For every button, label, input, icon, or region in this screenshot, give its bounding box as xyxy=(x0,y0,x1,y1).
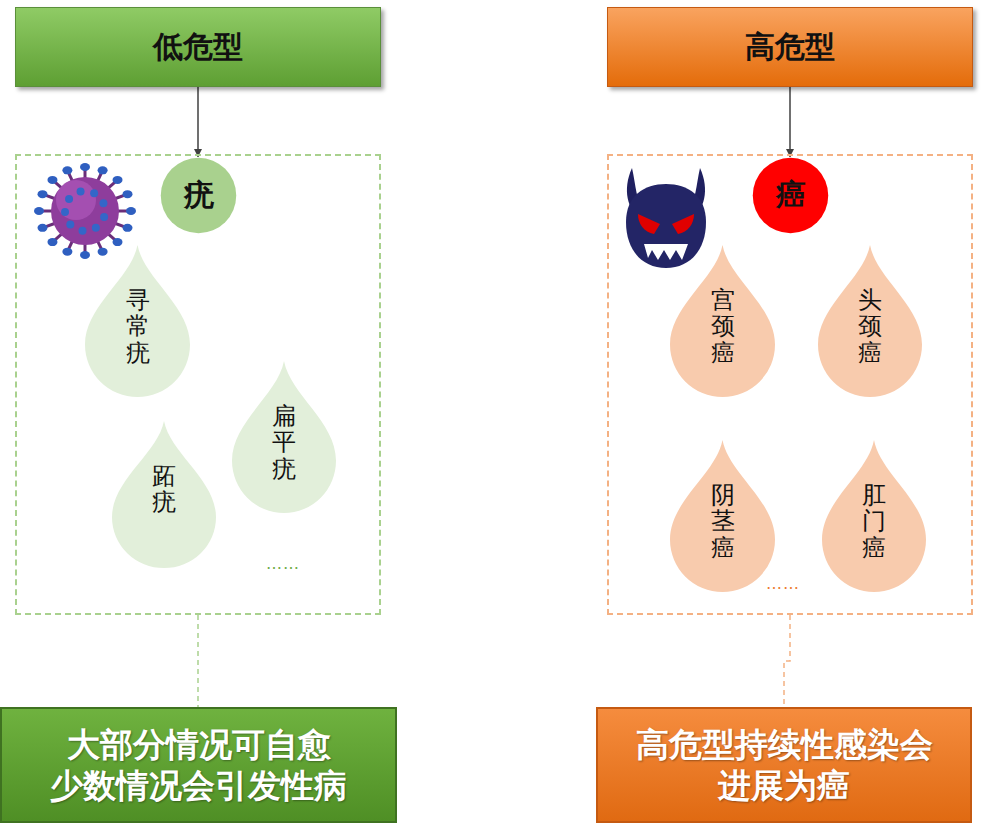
disease-name: 头颈癌 xyxy=(858,287,882,366)
connector xyxy=(197,87,199,157)
category-label: 高危型 xyxy=(745,27,835,68)
devil-eye xyxy=(672,214,694,234)
circle-fill xyxy=(161,158,236,233)
connector xyxy=(789,87,791,157)
disease-name: 寻常疣 xyxy=(126,287,150,366)
drop-fill xyxy=(670,440,775,592)
drop-fill xyxy=(822,440,926,592)
disease-drop: 扁平疣 xyxy=(232,361,336,513)
virus-knob xyxy=(113,176,123,184)
virus-knob xyxy=(126,207,136,215)
virus-knob xyxy=(98,166,108,174)
disease-name: 阴茎癌 xyxy=(711,482,735,561)
disease-drop: 肛门癌 xyxy=(822,440,926,592)
virus-knob xyxy=(66,221,74,229)
ellipsis-note: …… xyxy=(766,574,800,593)
devil-icon xyxy=(626,168,706,268)
circle-fill xyxy=(753,158,828,233)
virus-highlight xyxy=(56,180,96,220)
devil-teeth xyxy=(644,244,688,260)
icon-ground xyxy=(33,163,137,259)
virus-dots xyxy=(61,187,108,234)
disease-drop: 头颈癌 xyxy=(818,245,922,397)
category-circle: 癌 xyxy=(752,157,829,234)
virus-spikes xyxy=(34,163,136,259)
disease-drop: 宫颈癌 xyxy=(670,245,775,397)
disease-drop: 寻常疣 xyxy=(85,245,190,397)
virus-knob xyxy=(38,190,48,198)
virus-knob xyxy=(80,163,90,171)
virus-knob xyxy=(122,224,132,232)
virus-knob xyxy=(113,238,123,246)
outcome-text: 高危型持续性感染会 进展为癌 xyxy=(612,724,956,807)
disease-name: 肛门癌 xyxy=(862,482,886,561)
drop-fill xyxy=(818,245,922,397)
virus-knob xyxy=(65,195,73,203)
group-region: 癌宫颈癌 头颈癌阴茎癌 肛门癌 xyxy=(607,154,973,615)
group-region: 疣寻常疣扁平疣跖疣 xyxy=(15,154,381,615)
disease-name: 宫颈癌 xyxy=(711,287,735,366)
virus-knob xyxy=(90,189,98,197)
category-label: 癌 xyxy=(776,175,806,216)
virus-icon xyxy=(33,163,137,259)
ellipsis-note: …… xyxy=(266,554,300,573)
virus-body xyxy=(51,177,119,245)
disease-name: 扁平疣 xyxy=(272,403,296,482)
drop-fill xyxy=(85,245,190,397)
outcome-text: 大部分情况可自愈 少数情况会引发性病 xyxy=(16,724,381,807)
outcome-box: 高危型持续性感染会 进展为癌 xyxy=(596,707,972,823)
category-circle: 疣 xyxy=(160,157,237,234)
disease-name: 跖疣 xyxy=(152,463,176,516)
outcome-box: 大部分情况可自愈 少数情况会引发性病 xyxy=(0,707,397,823)
virus-knob xyxy=(47,176,57,184)
virus-knob xyxy=(100,213,108,221)
virus-knob xyxy=(98,248,108,256)
drop-fill xyxy=(670,245,775,397)
virus-knob xyxy=(61,208,69,216)
drop-fill xyxy=(112,421,216,568)
category-label: 疣 xyxy=(184,175,214,216)
virus-knob xyxy=(34,207,44,215)
category-header: 高危型 xyxy=(607,7,973,87)
virus-knob xyxy=(62,248,72,256)
category-label: 低危型 xyxy=(153,27,243,68)
devil-eye xyxy=(638,214,660,234)
virus-knob xyxy=(78,227,86,235)
connector xyxy=(197,615,199,707)
category-header: 低危型 xyxy=(15,7,381,87)
virus-knob xyxy=(122,190,132,198)
drop-fill xyxy=(232,361,336,513)
disease-drop: 阴茎癌 xyxy=(670,440,775,592)
virus-knob xyxy=(92,224,100,232)
virus-knob xyxy=(80,251,90,259)
virus-knob xyxy=(62,166,72,174)
virus-knob xyxy=(38,224,48,232)
connector xyxy=(784,615,790,707)
disease-drop: 跖疣 xyxy=(112,421,216,568)
devil-head xyxy=(626,184,706,268)
virus-knob xyxy=(77,187,85,195)
virus-knob xyxy=(99,199,107,207)
virus-knob xyxy=(47,238,57,246)
